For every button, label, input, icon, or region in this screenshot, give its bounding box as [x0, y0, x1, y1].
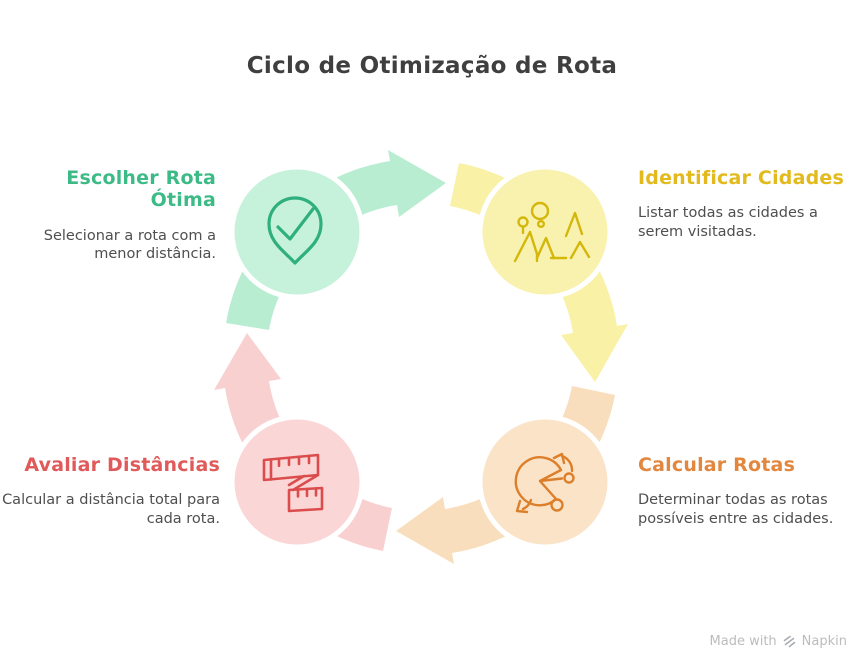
measuring-tape-icon [262, 453, 324, 513]
step-title: Avaliar Distâncias [24, 454, 220, 476]
step-title: Calcular Rotas [638, 454, 796, 476]
route-pie-icon [514, 452, 575, 514]
step-description: Determinar todas as rotas possíveis entr… [638, 492, 834, 527]
watermark-brand: Napkin [801, 634, 847, 649]
step-title: Identificar Cidades [638, 167, 844, 189]
napkin-logo-icon [783, 635, 795, 648]
step-title: Escolher Rota Ótima [66, 167, 216, 212]
cities-map-icon [513, 201, 591, 263]
step-text-calcular-rotas: Calcular Rotas Determinar todas as rotas… [638, 454, 860, 528]
step-description: Selecionar a rota com a menor distância. [43, 227, 216, 263]
step-description: Listar todas as cidades a serem visitada… [638, 205, 818, 240]
step-text-escolher-rota-otima: Escolher Rota Ótima Selecionar a rota co… [22, 167, 216, 263]
step-description: Calcular a distância total para cada rot… [2, 492, 220, 527]
step-text-identificar-cidades: Identificar Cidades Listar todas as cida… [638, 167, 852, 241]
watermark-prefix: Made with [709, 634, 777, 649]
diagram-title: Ciclo de Otimização de Rota [246, 53, 618, 79]
pin-check-icon [267, 196, 323, 265]
step-circle-avaliar [229, 414, 365, 550]
watermark-made-with-napkin[interactable]: Made with Napkin [710, 634, 847, 649]
step-circle-identificar [477, 164, 613, 300]
step-text-avaliar-distancias: Avaliar Distâncias Calcular a distância … [0, 454, 220, 528]
step-circle-calcular [477, 414, 613, 550]
